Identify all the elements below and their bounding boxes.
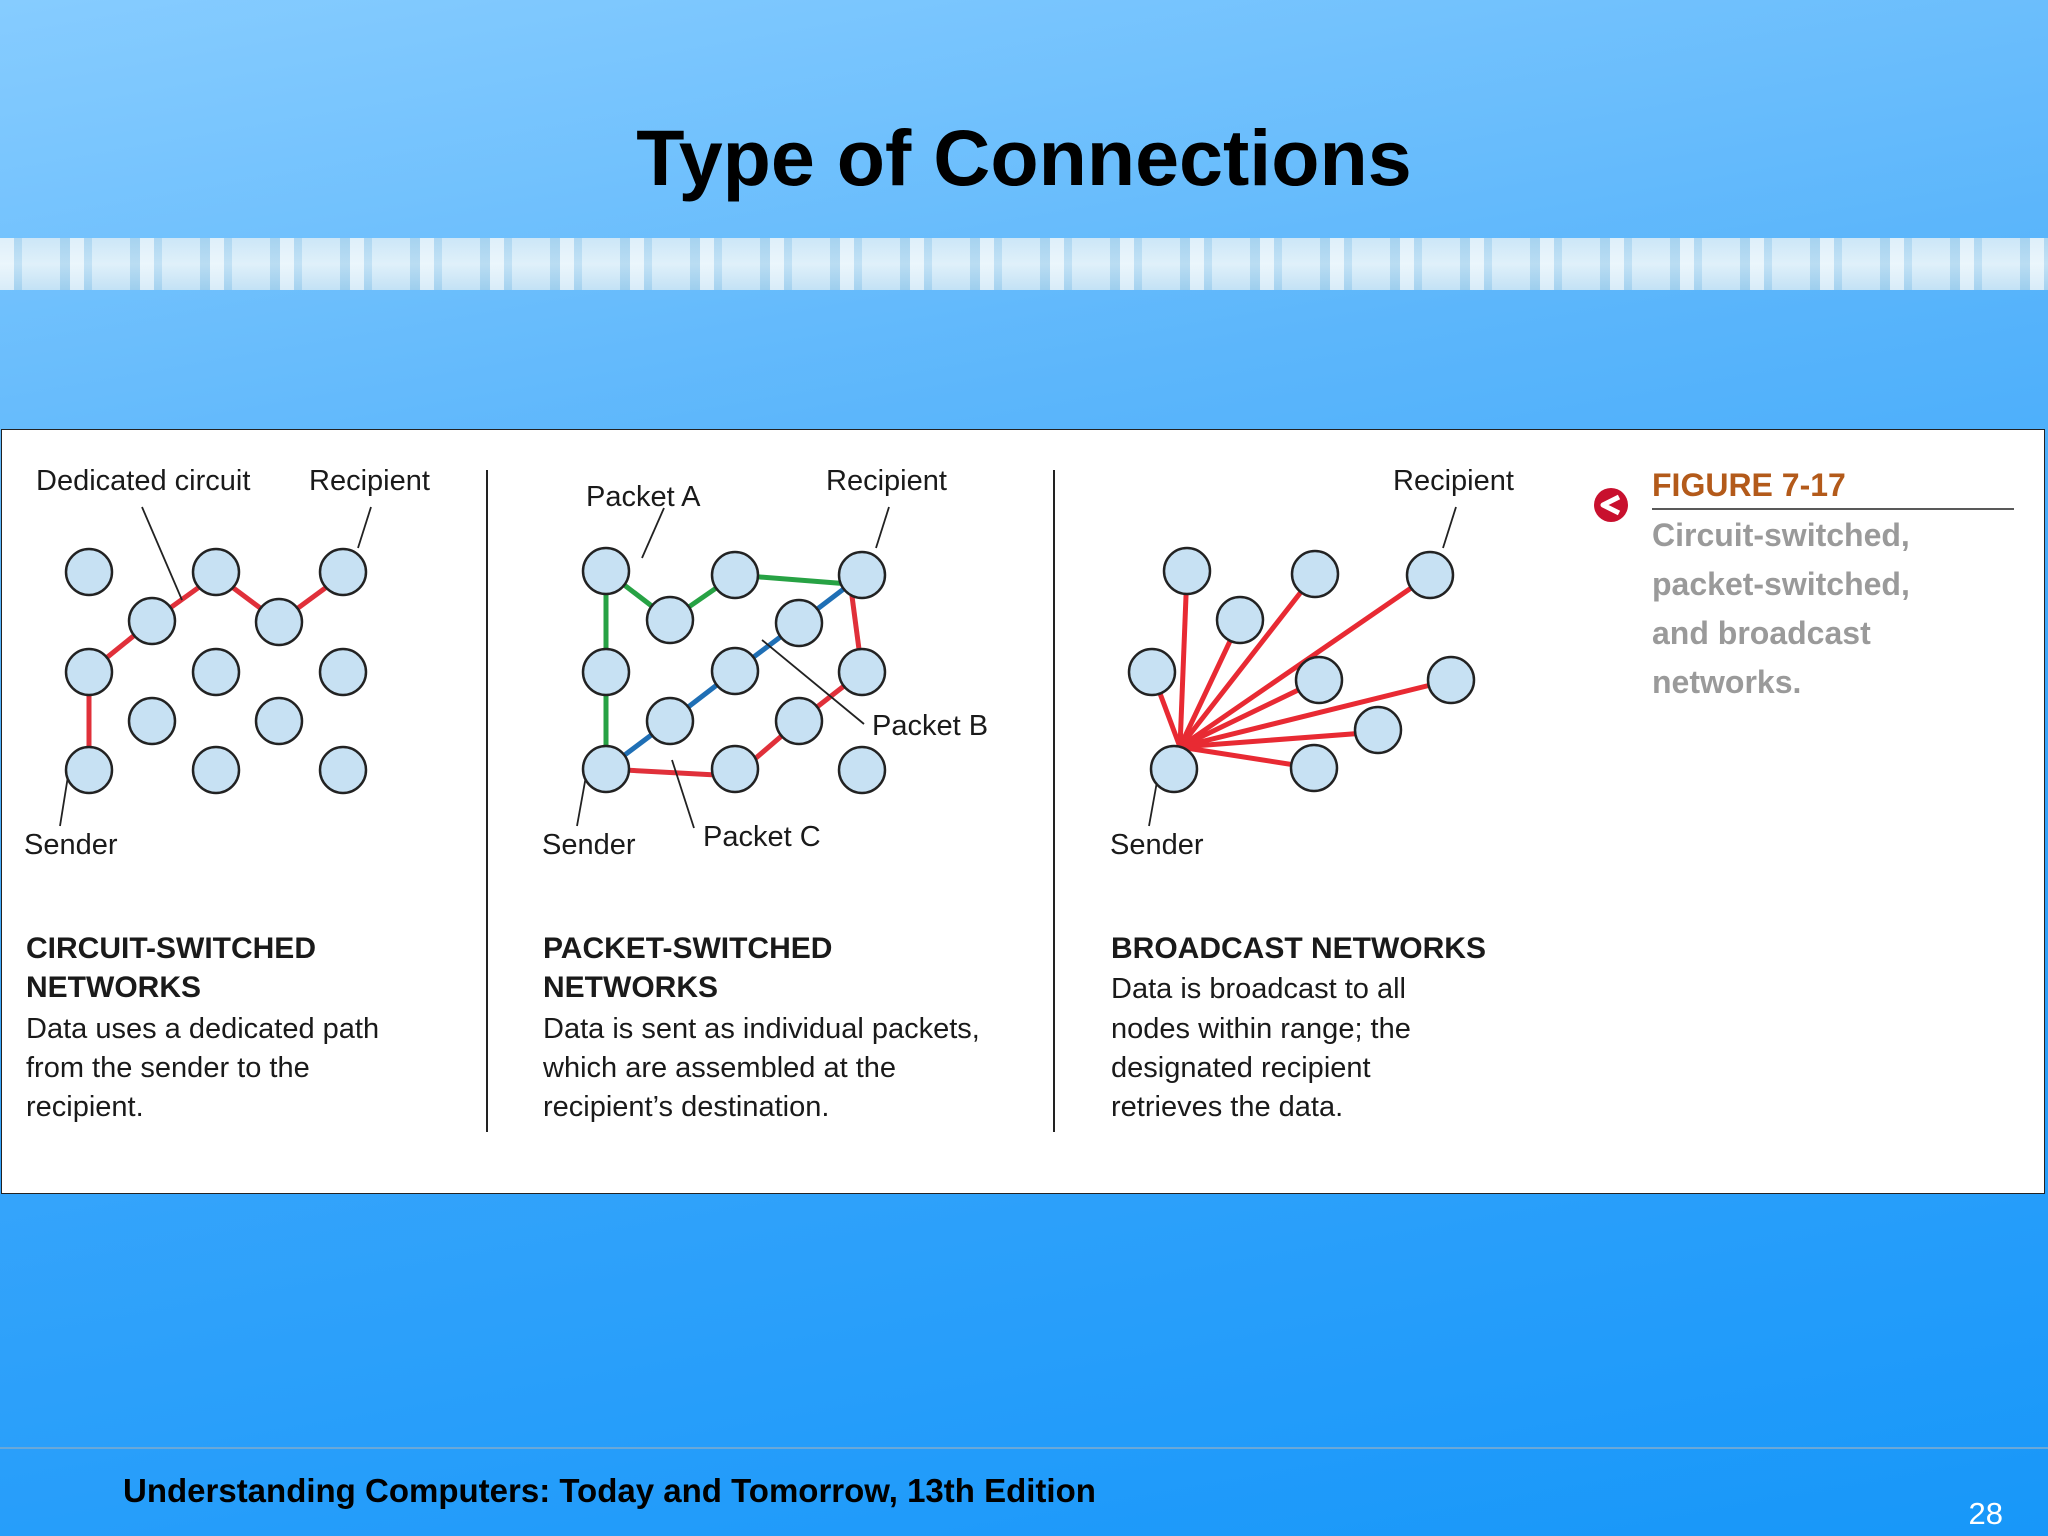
heading-line-2: NETWORKS [26, 971, 201, 1004]
network-diagram: Dedicated circuit Recipient Sender CIRCU… [24, 465, 2014, 1132]
figure-caption: FIGURE 7-17 Circuit-switched, packet-swi… [1594, 467, 2014, 700]
description-line-1: Data is sent as individual packets, [543, 1013, 980, 1045]
label-sender: Sender [542, 829, 636, 861]
heading-line-1: BROADCAST NETWORKS [1111, 932, 1486, 965]
decorative-band [0, 238, 2048, 290]
caption-line-3: and broadcast [1652, 615, 1871, 651]
heading-line-1: PACKET-SWITCHED [543, 932, 832, 965]
caption-line-2: packet-switched, [1652, 566, 1910, 602]
description-line-3: designated recipient [1111, 1052, 1371, 1084]
page-number: 28 [1968, 1496, 2003, 1531]
label-packet-b: Packet B [872, 710, 988, 742]
label-sender: Sender [1110, 829, 1204, 861]
description-line-3: recipient. [26, 1091, 144, 1123]
heading-line-2: NETWORKS [543, 971, 718, 1004]
label-packet-a: Packet A [586, 481, 701, 513]
figure-label: FIGURE 7-17 [1652, 467, 1846, 503]
description-line-3: recipient’s destination. [543, 1091, 829, 1123]
circuit-switched-diagram: Dedicated circuit Recipient Sender CIRCU… [24, 465, 430, 1123]
description-line-4: retrieves the data. [1111, 1091, 1343, 1123]
caption-line-1: Circuit-switched, [1652, 517, 1910, 553]
heading-line-1: CIRCUIT-SWITCHED [26, 932, 316, 965]
label-recipient: Recipient [826, 465, 947, 497]
description-line-1: Data is broadcast to all [1111, 973, 1406, 1005]
description-line-1: Data uses a dedicated path [26, 1013, 379, 1045]
footer-text: Understanding Computers: Today and Tomor… [123, 1472, 1096, 1509]
figure-marker-arrow [1600, 494, 1621, 516]
description-line-2: nodes within range; the [1111, 1013, 1411, 1045]
packet-switched-diagram: Packet A Recipient Packet B Packet C Sen… [542, 465, 988, 1123]
caption-line-4: networks. [1652, 664, 1801, 700]
label-recipient: Recipient [1393, 465, 1514, 497]
figure-marker-icon [1594, 488, 1628, 522]
broadcast-diagram: Recipient Sender BROADCAST NETWORKS Data… [1110, 465, 1514, 1123]
label-sender: Sender [24, 829, 118, 861]
figure-panel: Dedicated circuit Recipient Sender CIRCU… [1, 429, 2045, 1194]
description-line-2: from the sender to the [26, 1052, 310, 1084]
description-line-2: which are assembled at the [542, 1052, 896, 1084]
label-dedicated-circuit: Dedicated circuit [36, 465, 250, 497]
footer-divider [0, 1447, 2048, 1449]
label-packet-c: Packet C [703, 821, 821, 853]
label-recipient: Recipient [309, 465, 430, 497]
slide-title: Type of Connections [636, 113, 1412, 202]
